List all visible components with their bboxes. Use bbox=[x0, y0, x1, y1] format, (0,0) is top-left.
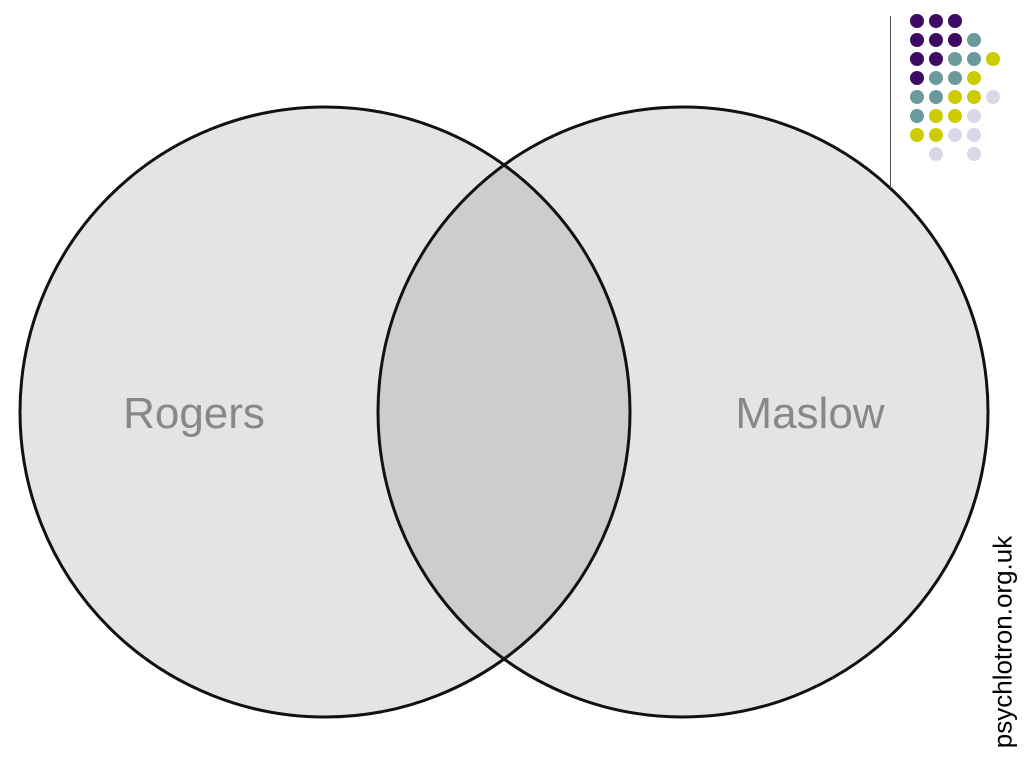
decor-dot bbox=[910, 33, 924, 47]
circle-maslow-outline bbox=[376, 105, 990, 719]
decor-dot bbox=[967, 33, 981, 47]
decor-dot bbox=[929, 109, 943, 123]
decor-dot bbox=[948, 90, 962, 104]
decorative-dot-grid bbox=[910, 14, 1010, 166]
decor-dot bbox=[948, 128, 962, 142]
decor-dot bbox=[910, 52, 924, 66]
decor-dot bbox=[986, 52, 1000, 66]
decor-dot bbox=[929, 52, 943, 66]
decor-dot bbox=[948, 52, 962, 66]
decor-dot bbox=[948, 71, 962, 85]
decorative-divider bbox=[890, 16, 891, 188]
decor-dot bbox=[967, 128, 981, 142]
decor-dot bbox=[967, 71, 981, 85]
decor-dot bbox=[929, 14, 943, 28]
label-rogers: Rogers bbox=[123, 389, 265, 438]
decor-dot bbox=[948, 109, 962, 123]
decor-dot bbox=[929, 33, 943, 47]
decor-dot bbox=[967, 90, 981, 104]
decor-dot bbox=[948, 33, 962, 47]
label-maslow: Maslow bbox=[735, 389, 884, 438]
decor-dot bbox=[929, 71, 943, 85]
decor-dot bbox=[986, 90, 1000, 104]
circle-rogers-outline bbox=[18, 105, 632, 719]
decor-dot bbox=[967, 52, 981, 66]
decor-dot bbox=[929, 128, 943, 142]
decor-dot bbox=[929, 147, 943, 161]
decor-dot bbox=[910, 109, 924, 123]
overlap-region bbox=[378, 107, 630, 717]
decor-dot bbox=[910, 71, 924, 85]
decor-dot bbox=[910, 14, 924, 28]
decor-dot bbox=[910, 90, 924, 104]
decor-dot bbox=[967, 109, 981, 123]
decor-dot bbox=[929, 90, 943, 104]
decor-dot bbox=[948, 14, 962, 28]
website-credit: psychlotron.org.uk bbox=[987, 535, 1018, 749]
decor-dot bbox=[967, 147, 981, 161]
decor-dot bbox=[910, 128, 924, 142]
